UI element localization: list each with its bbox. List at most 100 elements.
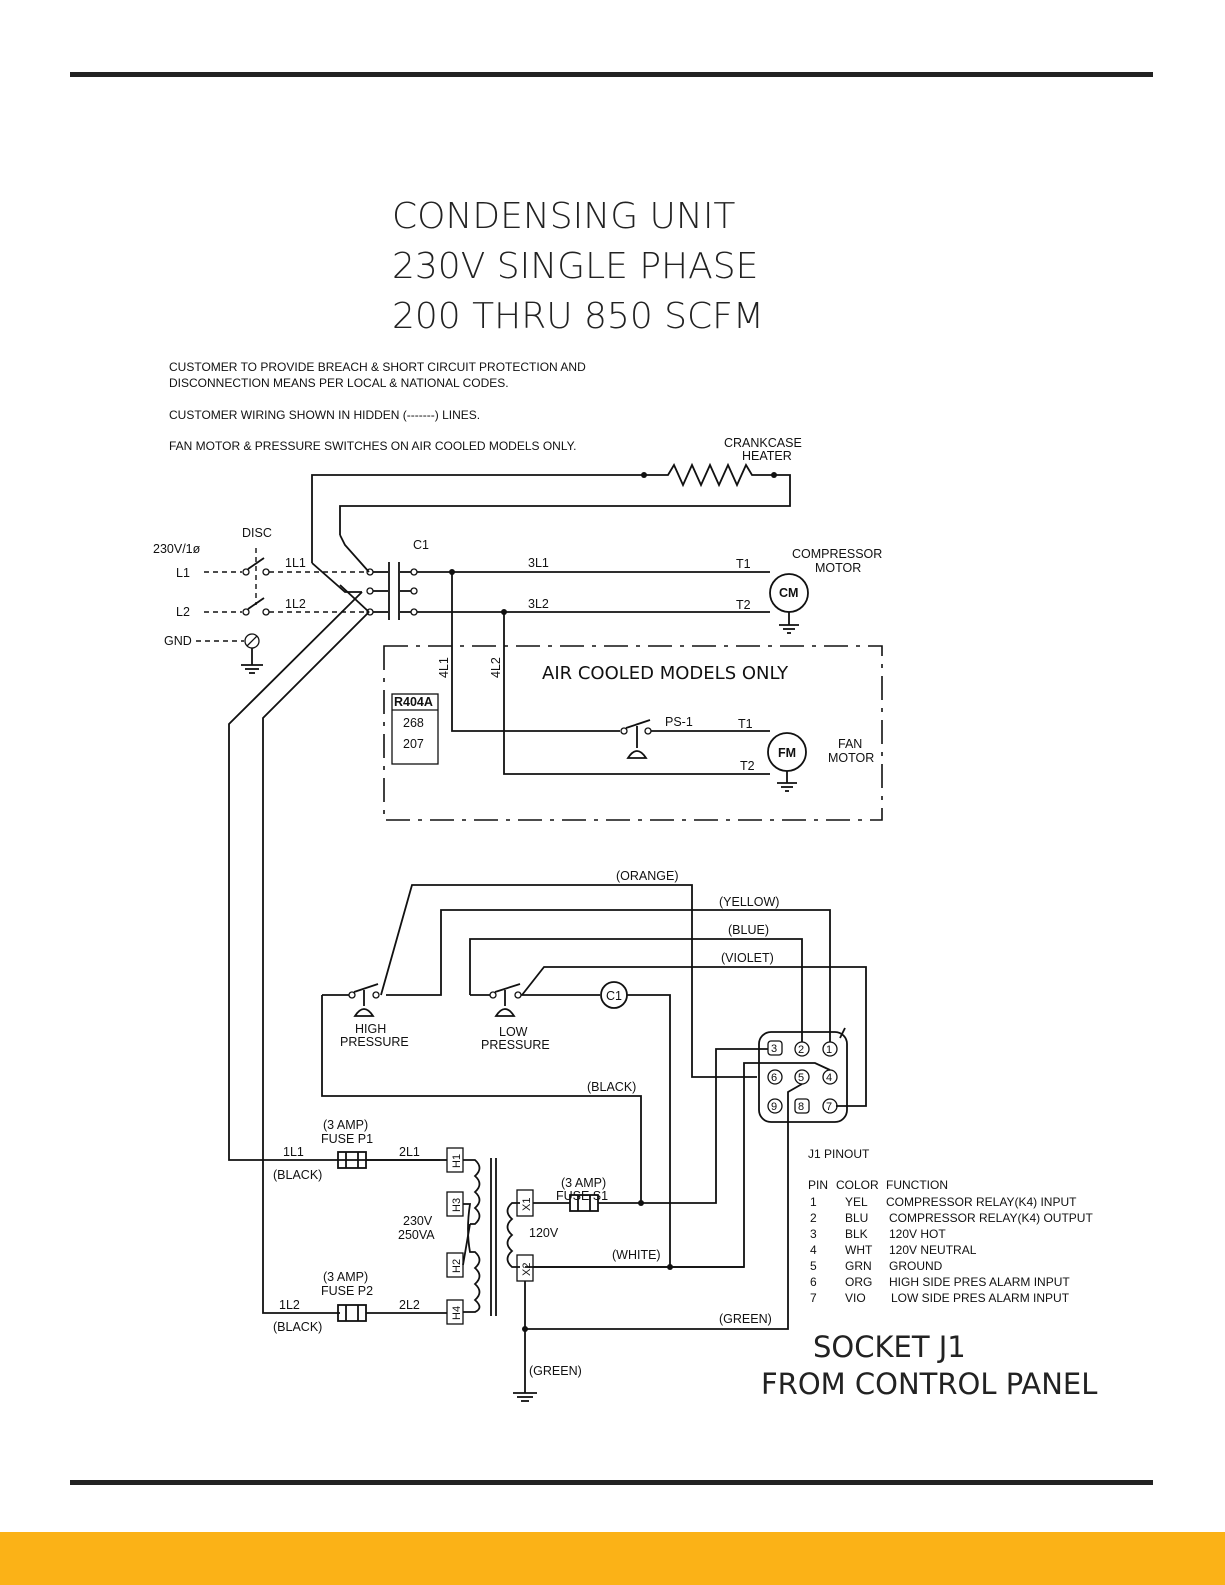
pin-color: ORG [845, 1275, 872, 1289]
diagram-title: CONDENSING UNIT 230V SINGLE PHASE 200 TH… [392, 196, 764, 337]
pin-number: 6 [810, 1275, 817, 1289]
table-row: 1 YEL COMPRESSOR RELAY(K4) INPUT [810, 1195, 1077, 1209]
l1-label: L1 [176, 566, 190, 580]
supply-label: 230V/1ø [153, 542, 201, 556]
fuse-s1-label: FUSE S1 [556, 1189, 608, 1203]
refrigerant-label: R404A [394, 695, 433, 709]
wire-3l1-label: 3L1 [528, 556, 549, 570]
table-row: 3 BLK 120V HOT [810, 1227, 946, 1241]
pin-number: 2 [810, 1211, 817, 1225]
fuse-p1-amp: (3 AMP) [323, 1118, 368, 1132]
title-line-1: CONDENSING UNIT [392, 196, 735, 237]
socket-pin: 1 [822, 1041, 838, 1057]
pin-color: YEL [845, 1195, 868, 1209]
pin-3: 3 [771, 1043, 777, 1055]
pin-color: GRN [845, 1259, 872, 1273]
wire-1l1-label: 1L1 [285, 556, 306, 570]
socket-pin: 5 [794, 1069, 810, 1085]
table-row: 6 ORG HIGH SIDE PRES ALARM INPUT [810, 1275, 1070, 1289]
transformer-circuit: (3 AMP) FUSE P1 1L1 (BLACK) 2L1 (3 AMP) … [273, 1118, 772, 1402]
compressor-label-2: MOTOR [815, 561, 861, 575]
high-pressure-label-2: PRESSURE [340, 1035, 409, 1049]
title-line-3: 200 THRU 850 SCFM [392, 296, 764, 337]
socket-pin: 6 [767, 1069, 783, 1085]
wire-1l2b-label: 1L2 [279, 1298, 300, 1312]
crankcase-label-1: CRANKCASE [724, 436, 802, 450]
xfmr-va: 250VA [398, 1228, 435, 1242]
socket-pin: 7 [822, 1098, 838, 1114]
pin-4: 4 [826, 1072, 832, 1084]
comp-t2-label: T2 [736, 598, 751, 612]
high-pressure-label-1: HIGH [355, 1022, 386, 1036]
pin-number: 4 [810, 1243, 817, 1257]
violet-label: (VIOLET) [721, 951, 774, 965]
h4-label: H4 [451, 1306, 463, 1320]
pin-function: COMPRESSOR RELAY(K4) OUTPUT [889, 1211, 1093, 1225]
pin-number: 7 [810, 1291, 817, 1305]
supply-disconnect: 230V/1ø DISC L1 L2 GND 1L1 1L2 [153, 526, 366, 674]
compressor-label-1: COMPRESSOR [792, 547, 882, 561]
fuse-s1-amp: (3 AMP) [561, 1176, 606, 1190]
refrigerant-high: 268 [403, 716, 424, 730]
comp-t1-label: T1 [736, 557, 751, 571]
air-cooled-section: AIR COOLED MODELS ONLY 4L1 4L2 R404A 268… [383, 572, 883, 821]
note-protection-2: DISCONNECTION MEANS PER LOCAL & NATIONAL… [169, 376, 509, 390]
black-ctrl-label: (BLACK) [587, 1080, 636, 1094]
pin-function: LOW SIDE PRES ALARM INPUT [891, 1291, 1070, 1305]
pin-number: 1 [810, 1195, 817, 1209]
compressor-wiring: 3L1 3L2 T1 T2 CM COMPRESSOR MOTOR [417, 547, 882, 634]
wire-4l1-label: 4L1 [437, 657, 451, 678]
low-pressure-label-1: LOW [499, 1025, 528, 1039]
cm-label: CM [779, 586, 798, 600]
h2-label: H2 [451, 1259, 463, 1273]
ps1-label: PS-1 [665, 715, 693, 729]
crankcase-heater: CRANKCASE HEATER [311, 436, 802, 563]
control-wiring: (ORANGE) (YELLOW) (BLUE) (VIOLET) HIGH P… [321, 869, 867, 1267]
wire-3l2-label: 3L2 [528, 597, 549, 611]
feeder-lines [228, 591, 440, 1314]
pin-number: 5 [810, 1259, 817, 1273]
footer-band [0, 1532, 1225, 1585]
pin-9: 9 [771, 1101, 777, 1113]
socket-pin: 2 [794, 1041, 810, 1057]
fan-motor-label-1: FAN [838, 737, 862, 751]
table-row: 4 WHT 120V NEUTRAL [810, 1243, 977, 1257]
socket-title: SOCKET J1 [813, 1330, 966, 1364]
black-1-label: (BLACK) [273, 1168, 322, 1182]
pin-color: VIO [845, 1291, 866, 1305]
c1-coil-label: C1 [606, 989, 622, 1003]
blue-label: (BLUE) [728, 923, 769, 937]
low-pressure-label-2: PRESSURE [481, 1038, 550, 1052]
orange-label: (ORANGE) [616, 869, 679, 883]
contactor-c1: C1 [311, 534, 429, 620]
pin-5: 5 [798, 1072, 804, 1084]
notes: CUSTOMER TO PROVIDE BREACH & SHORT CIRCU… [169, 360, 586, 453]
c1-label: C1 [413, 538, 429, 552]
table-row: 5 GRN GROUND [810, 1259, 943, 1273]
yellow-label: (YELLOW) [719, 895, 779, 909]
pin-function: COMPRESSOR RELAY(K4) INPUT [886, 1195, 1077, 1209]
fan-t1-label: T1 [738, 717, 753, 731]
gnd-label: GND [164, 634, 192, 648]
note-air-cooled: FAN MOTOR & PRESSURE SWITCHES ON AIR COO… [169, 439, 576, 453]
h1-label: H1 [451, 1154, 463, 1168]
wire-1l1b-label: 1L1 [283, 1145, 304, 1159]
disc-label: DISC [242, 526, 272, 540]
pin-color: BLK [845, 1227, 868, 1241]
note-protection-1: CUSTOMER TO PROVIDE BREACH & SHORT CIRCU… [169, 360, 586, 374]
fuse-p1-label: FUSE P1 [321, 1132, 373, 1146]
wire-1l2-label: 1L2 [285, 597, 306, 611]
green-1-label: (GREEN) [719, 1312, 772, 1326]
pin-number: 3 [810, 1227, 817, 1241]
secondary-voltage: 120V [529, 1226, 559, 1240]
x2-label: X2 [521, 1263, 533, 1276]
pinout-header-function: FUNCTION [886, 1178, 948, 1192]
pinout-header-color: COLOR [836, 1178, 879, 1192]
socket-caption: SOCKET J1 FROM CONTROL PANEL [761, 1330, 1097, 1401]
socket-pin: 3 [767, 1040, 783, 1056]
pin-6: 6 [771, 1072, 777, 1084]
pin-function: HIGH SIDE PRES ALARM INPUT [889, 1275, 1070, 1289]
pinout-title: J1 PINOUT [808, 1147, 870, 1161]
crankcase-label-2: HEATER [742, 449, 792, 463]
